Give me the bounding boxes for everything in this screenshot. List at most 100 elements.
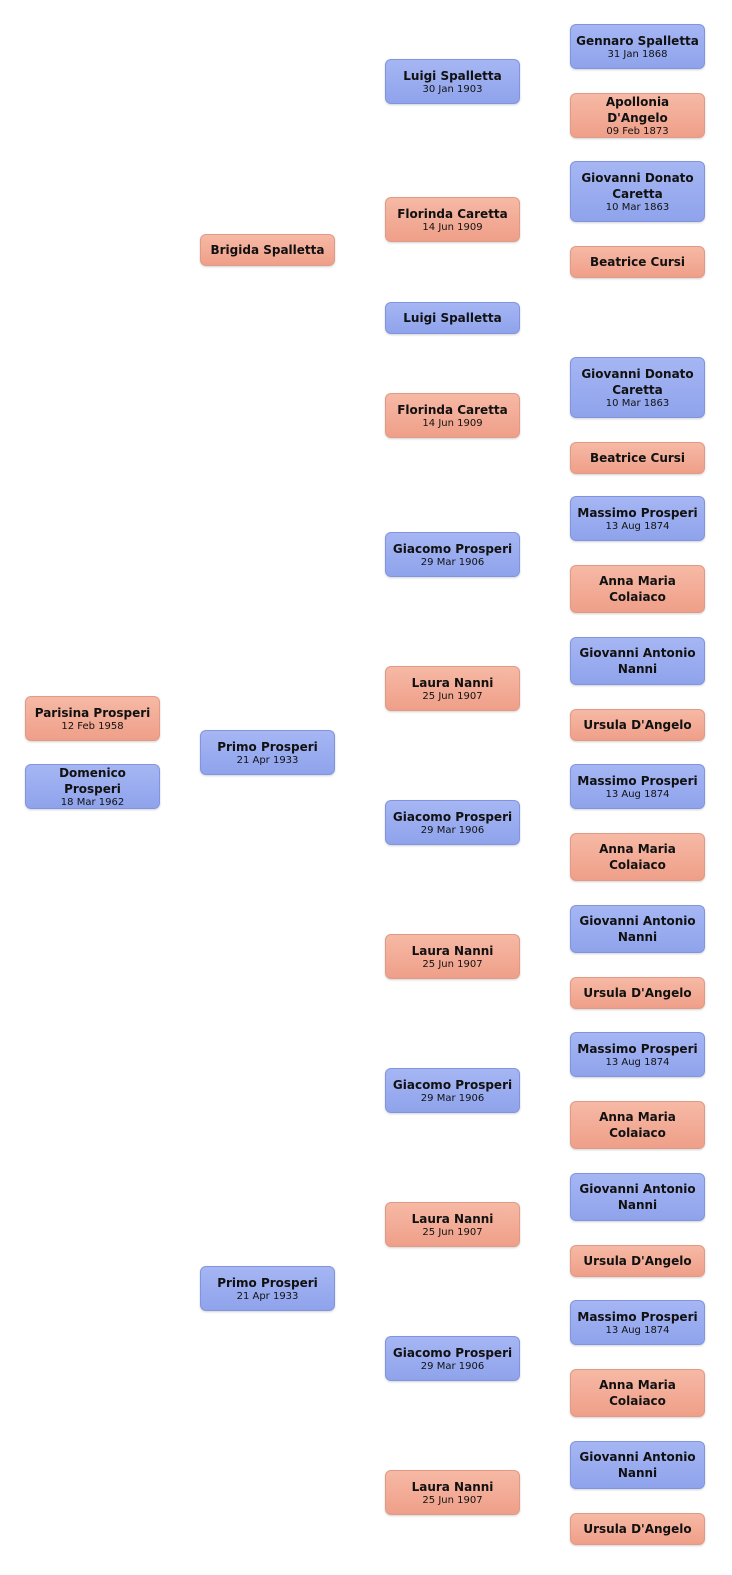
- person-date: 21 Apr 1933: [236, 754, 299, 766]
- person-card[interactable]: Giacomo Prosperi 29 Mar 1906: [385, 800, 520, 845]
- person-card[interactable]: Beatrice Cursi: [570, 442, 705, 474]
- person-date: 29 Mar 1906: [420, 1360, 485, 1372]
- person-date: 14 Jun 1909: [422, 221, 483, 233]
- person-name: Florinda Caretta: [397, 206, 508, 221]
- person-date: 31 Jan 1868: [607, 48, 668, 60]
- person-card[interactable]: Giacomo Prosperi 29 Mar 1906: [385, 532, 520, 577]
- person-card[interactable]: Apollonia D'Angelo 09 Feb 1873: [570, 93, 705, 138]
- person-name: Anna Maria Colaiaco: [599, 1378, 676, 1408]
- person-date: 10 Mar 1863: [605, 397, 670, 409]
- person-name: Anna Maria Colaiaco: [599, 842, 676, 872]
- person-date: 21 Apr 1933: [236, 1290, 299, 1302]
- person-card[interactable]: Giacomo Prosperi 29 Mar 1906: [385, 1336, 520, 1381]
- person-name: Ursula D'Angelo: [583, 1522, 692, 1536]
- person-card[interactable]: Anna Maria Colaiaco: [570, 1101, 705, 1149]
- person-date: 13 Aug 1874: [605, 1324, 670, 1336]
- person-name: Giovanni Donato Caretta: [581, 366, 694, 397]
- person-card[interactable]: Giovanni Antonio Nanni: [570, 1173, 705, 1221]
- person-card[interactable]: Beatrice Cursi: [570, 246, 705, 278]
- person-name: Massimo Prosperi: [577, 773, 698, 788]
- person-name: Giovanni Donato Caretta: [581, 170, 694, 201]
- person-date: 30 Jan 1903: [422, 83, 483, 95]
- person-card[interactable]: Ursula D'Angelo: [570, 1513, 705, 1545]
- person-card[interactable]: Domenico Prosperi 18 Mar 1962: [25, 764, 160, 809]
- person-date: 12 Feb 1958: [61, 720, 124, 732]
- person-name: Beatrice Cursi: [589, 255, 686, 269]
- person-name: Laura Nanni: [411, 675, 494, 690]
- person-name: Giacomo Prosperi: [392, 541, 513, 556]
- person-card[interactable]: Gennaro Spalletta 31 Jan 1868: [570, 24, 705, 69]
- person-card[interactable]: Giovanni Donato Caretta 10 Mar 1863: [570, 161, 705, 222]
- person-card[interactable]: Giovanni Antonio Nanni: [570, 905, 705, 953]
- person-card[interactable]: Florinda Caretta 14 Jun 1909: [385, 197, 520, 242]
- person-name: Ursula D'Angelo: [583, 718, 692, 732]
- person-name: Beatrice Cursi: [589, 451, 686, 465]
- person-date: 29 Mar 1906: [420, 824, 485, 836]
- person-card[interactable]: Primo Prosperi 21 Apr 1933: [200, 1266, 335, 1311]
- person-date: 13 Aug 1874: [605, 1056, 670, 1068]
- person-card[interactable]: Massimo Prosperi 13 Aug 1874: [570, 1300, 705, 1345]
- person-card[interactable]: Parisina Prosperi 12 Feb 1958: [25, 696, 160, 741]
- person-name: Giovanni Antonio Nanni: [579, 646, 696, 676]
- person-card[interactable]: Laura Nanni 25 Jun 1907: [385, 666, 520, 711]
- person-date: 25 Jun 1907: [422, 958, 483, 970]
- person-name: Primo Prosperi: [217, 1275, 318, 1290]
- person-card[interactable]: Anna Maria Colaiaco: [570, 1369, 705, 1417]
- person-card[interactable]: Primo Prosperi 21 Apr 1933: [200, 730, 335, 775]
- person-name: Laura Nanni: [411, 1479, 494, 1494]
- person-card[interactable]: Brigida Spalletta: [200, 234, 335, 266]
- person-name: Anna Maria Colaiaco: [599, 1110, 676, 1140]
- person-card[interactable]: Luigi Spalletta 30 Jan 1903: [385, 59, 520, 104]
- person-name: Luigi Spalletta: [403, 68, 502, 83]
- person-card[interactable]: Massimo Prosperi 13 Aug 1874: [570, 496, 705, 541]
- person-name: Luigi Spalletta: [403, 311, 502, 325]
- person-name: Giacomo Prosperi: [392, 1077, 513, 1092]
- person-card[interactable]: Laura Nanni 25 Jun 1907: [385, 1470, 520, 1515]
- person-date: 25 Jun 1907: [422, 690, 483, 702]
- person-card[interactable]: Laura Nanni 25 Jun 1907: [385, 934, 520, 979]
- person-card[interactable]: Anna Maria Colaiaco: [570, 565, 705, 613]
- person-name: Ursula D'Angelo: [583, 1254, 692, 1268]
- person-card[interactable]: Ursula D'Angelo: [570, 977, 705, 1009]
- person-date: 29 Mar 1906: [420, 556, 485, 568]
- person-name: Ursula D'Angelo: [583, 986, 692, 1000]
- person-card[interactable]: Anna Maria Colaiaco: [570, 833, 705, 881]
- person-name: Giovanni Antonio Nanni: [579, 1182, 696, 1212]
- person-date: 13 Aug 1874: [605, 788, 670, 800]
- person-name: Giovanni Antonio Nanni: [579, 1450, 696, 1480]
- person-name: Gennaro Spalletta: [576, 33, 699, 48]
- person-card[interactable]: Massimo Prosperi 13 Aug 1874: [570, 1032, 705, 1077]
- person-name: Laura Nanni: [411, 943, 494, 958]
- person-card[interactable]: Luigi Spalletta: [385, 302, 520, 334]
- person-name: Anna Maria Colaiaco: [599, 574, 676, 604]
- person-name: Giovanni Antonio Nanni: [579, 914, 696, 944]
- person-card[interactable]: Giacomo Prosperi 29 Mar 1906: [385, 1068, 520, 1113]
- person-name: Florinda Caretta: [397, 402, 508, 417]
- person-date: 29 Mar 1906: [420, 1092, 485, 1104]
- person-card[interactable]: Giovanni Antonio Nanni: [570, 1441, 705, 1489]
- person-name: Massimo Prosperi: [577, 1041, 698, 1056]
- person-date: 25 Jun 1907: [422, 1494, 483, 1506]
- person-date: 25 Jun 1907: [422, 1226, 483, 1238]
- person-date: 14 Jun 1909: [422, 417, 483, 429]
- person-name: Giacomo Prosperi: [392, 809, 513, 824]
- person-date: 10 Mar 1863: [605, 201, 670, 213]
- person-card[interactable]: Ursula D'Angelo: [570, 1245, 705, 1277]
- person-date: 18 Mar 1962: [60, 796, 125, 808]
- person-name: Massimo Prosperi: [577, 505, 698, 520]
- person-card[interactable]: Giovanni Donato Caretta 10 Mar 1863: [570, 357, 705, 418]
- person-card[interactable]: Massimo Prosperi 13 Aug 1874: [570, 764, 705, 809]
- person-date: 13 Aug 1874: [605, 520, 670, 532]
- person-name: Giacomo Prosperi: [392, 1345, 513, 1360]
- person-date: 09 Feb 1873: [606, 125, 669, 137]
- person-name: Parisina Prosperi: [34, 705, 151, 720]
- person-card[interactable]: Ursula D'Angelo: [570, 709, 705, 741]
- person-name: Massimo Prosperi: [577, 1309, 698, 1324]
- person-name: Apollonia D'Angelo: [605, 94, 670, 125]
- person-name: Brigida Spalletta: [210, 243, 325, 257]
- person-card[interactable]: Giovanni Antonio Nanni: [570, 637, 705, 685]
- person-card[interactable]: Laura Nanni 25 Jun 1907: [385, 1202, 520, 1247]
- person-name: Primo Prosperi: [217, 739, 318, 754]
- person-card[interactable]: Florinda Caretta 14 Jun 1909: [385, 393, 520, 438]
- person-name: Domenico Prosperi: [59, 765, 126, 796]
